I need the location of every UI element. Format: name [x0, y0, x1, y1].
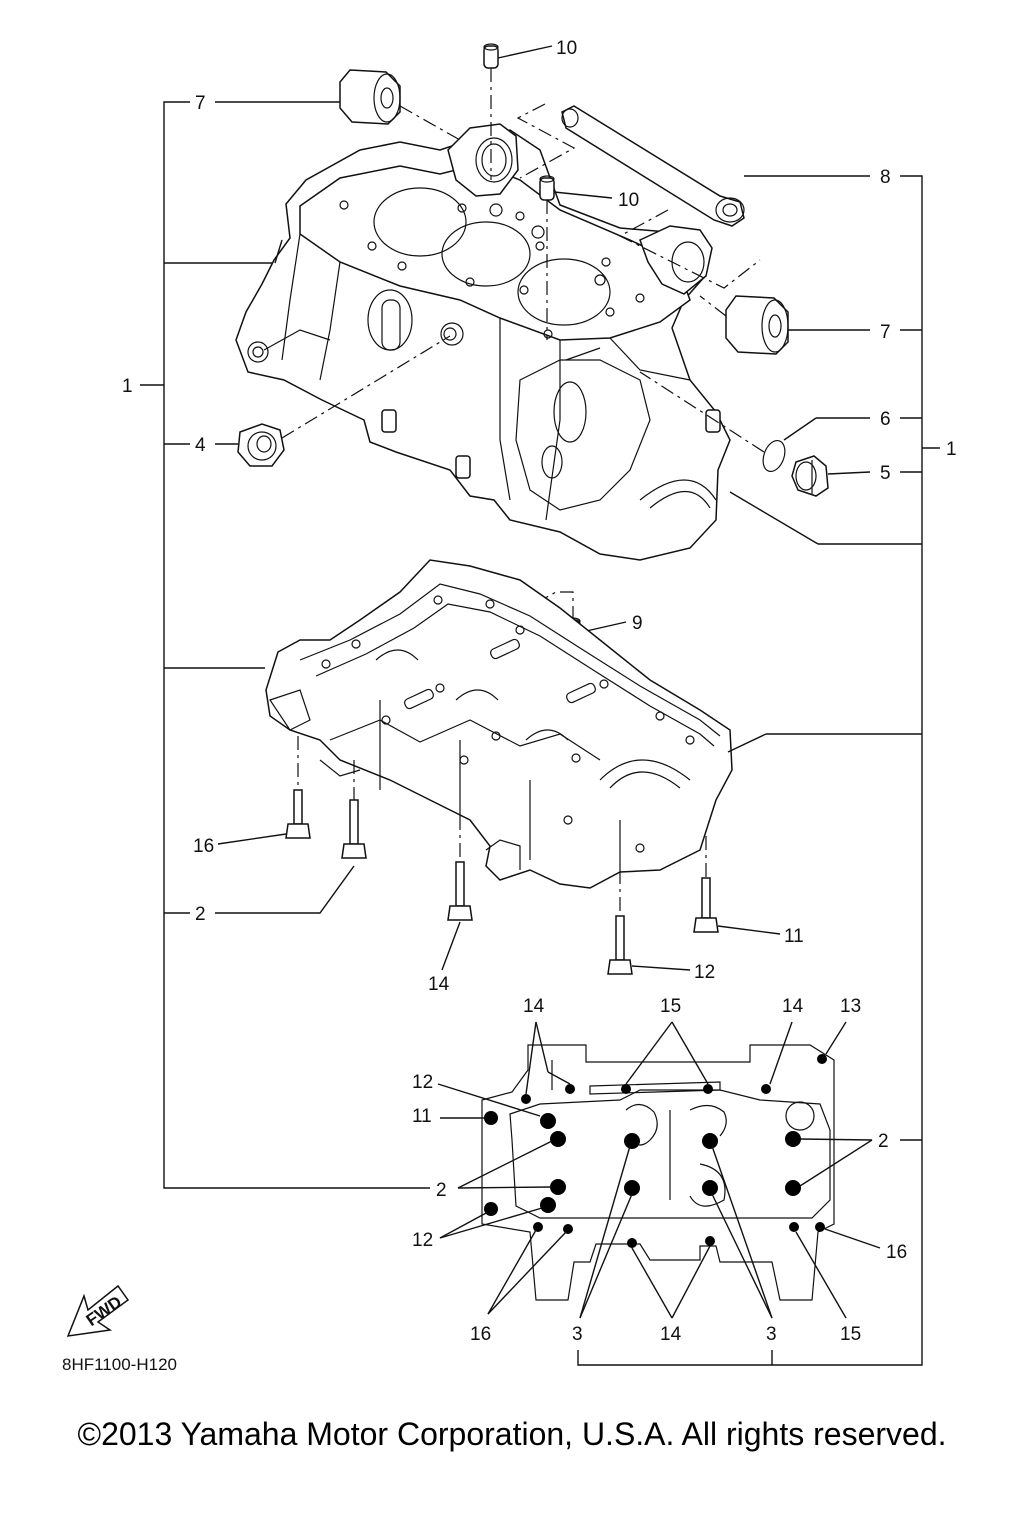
callout-12-bolt: 12 [694, 962, 715, 983]
right-group-bracket [577, 175, 940, 1366]
bolt-11 [693, 836, 781, 935]
callout-10-mid: 10 [618, 190, 639, 211]
bolt-16 [217, 736, 311, 845]
callout-7-right: 7 [880, 322, 891, 343]
callout-14-b: 14 [782, 996, 804, 1017]
plug-4 [215, 335, 451, 467]
lower-crankcase [265, 559, 733, 889]
dowel-pins-10 [483, 43, 613, 340]
callout-13: 13 [840, 996, 861, 1017]
callout-15-a: 15 [660, 996, 681, 1017]
callout-1-right: 1 [946, 439, 957, 460]
callout-6: 6 [880, 409, 891, 430]
callout-3-b: 3 [766, 1324, 777, 1345]
callout-10-top: 10 [556, 38, 577, 59]
callout-15-b: 15 [840, 1324, 861, 1345]
callout-9: 9 [632, 613, 643, 634]
upper-crankcase [235, 123, 731, 561]
bolt-14 [441, 816, 473, 971]
bolt-hole-markers [484, 1054, 827, 1248]
callout-14-bolt: 14 [428, 974, 450, 995]
callout-12-b: 12 [412, 1230, 433, 1251]
damper-bushing-right [699, 295, 870, 355]
callout-labels: 10 7 8 10 7 1 6 4 1 5 9 16 2 11 12 14 14… [62, 38, 957, 1374]
plug-5 [791, 455, 871, 497]
callout-12-a: 12 [412, 1072, 433, 1093]
callout-2-left: 2 [436, 1180, 447, 1201]
collar-8 [516, 103, 870, 289]
o-ring-6 [639, 371, 870, 473]
callout-16-left: 16 [470, 1324, 491, 1345]
bottom-view-outline [481, 1044, 835, 1301]
callout-4: 4 [195, 435, 206, 456]
damper-bushing-top [215, 69, 461, 141]
copyright-notice: ©2013 Yamaha Motor Corporation, U.S.A. A… [77, 1416, 947, 1452]
callout-7-top: 7 [195, 93, 206, 114]
callout-5: 5 [880, 463, 891, 484]
drawing-code: 8HF1100-H120 [62, 1355, 177, 1374]
callout-1-left: 1 [122, 376, 133, 397]
callout-11-bolt: 11 [784, 926, 804, 947]
callout-8: 8 [880, 167, 891, 188]
fwd-arrow-icon: FWD [66, 1284, 130, 1337]
callout-16-right: 16 [886, 1242, 907, 1263]
bolt-2 [215, 760, 367, 914]
callout-2-bolt: 2 [195, 904, 206, 925]
group-leaders [274, 239, 819, 753]
callout-11: 11 [412, 1106, 432, 1127]
bolt-12 [607, 870, 691, 975]
callout-14-c: 14 [660, 1324, 682, 1345]
callout-2-right: 2 [878, 1131, 889, 1152]
left-group-bracket [140, 101, 430, 1189]
callout-14-a: 14 [523, 996, 545, 1017]
callout-16-bolt: 16 [193, 836, 214, 857]
callout-3-a: 3 [572, 1324, 583, 1345]
bottom-view-leaders [437, 1021, 881, 1319]
